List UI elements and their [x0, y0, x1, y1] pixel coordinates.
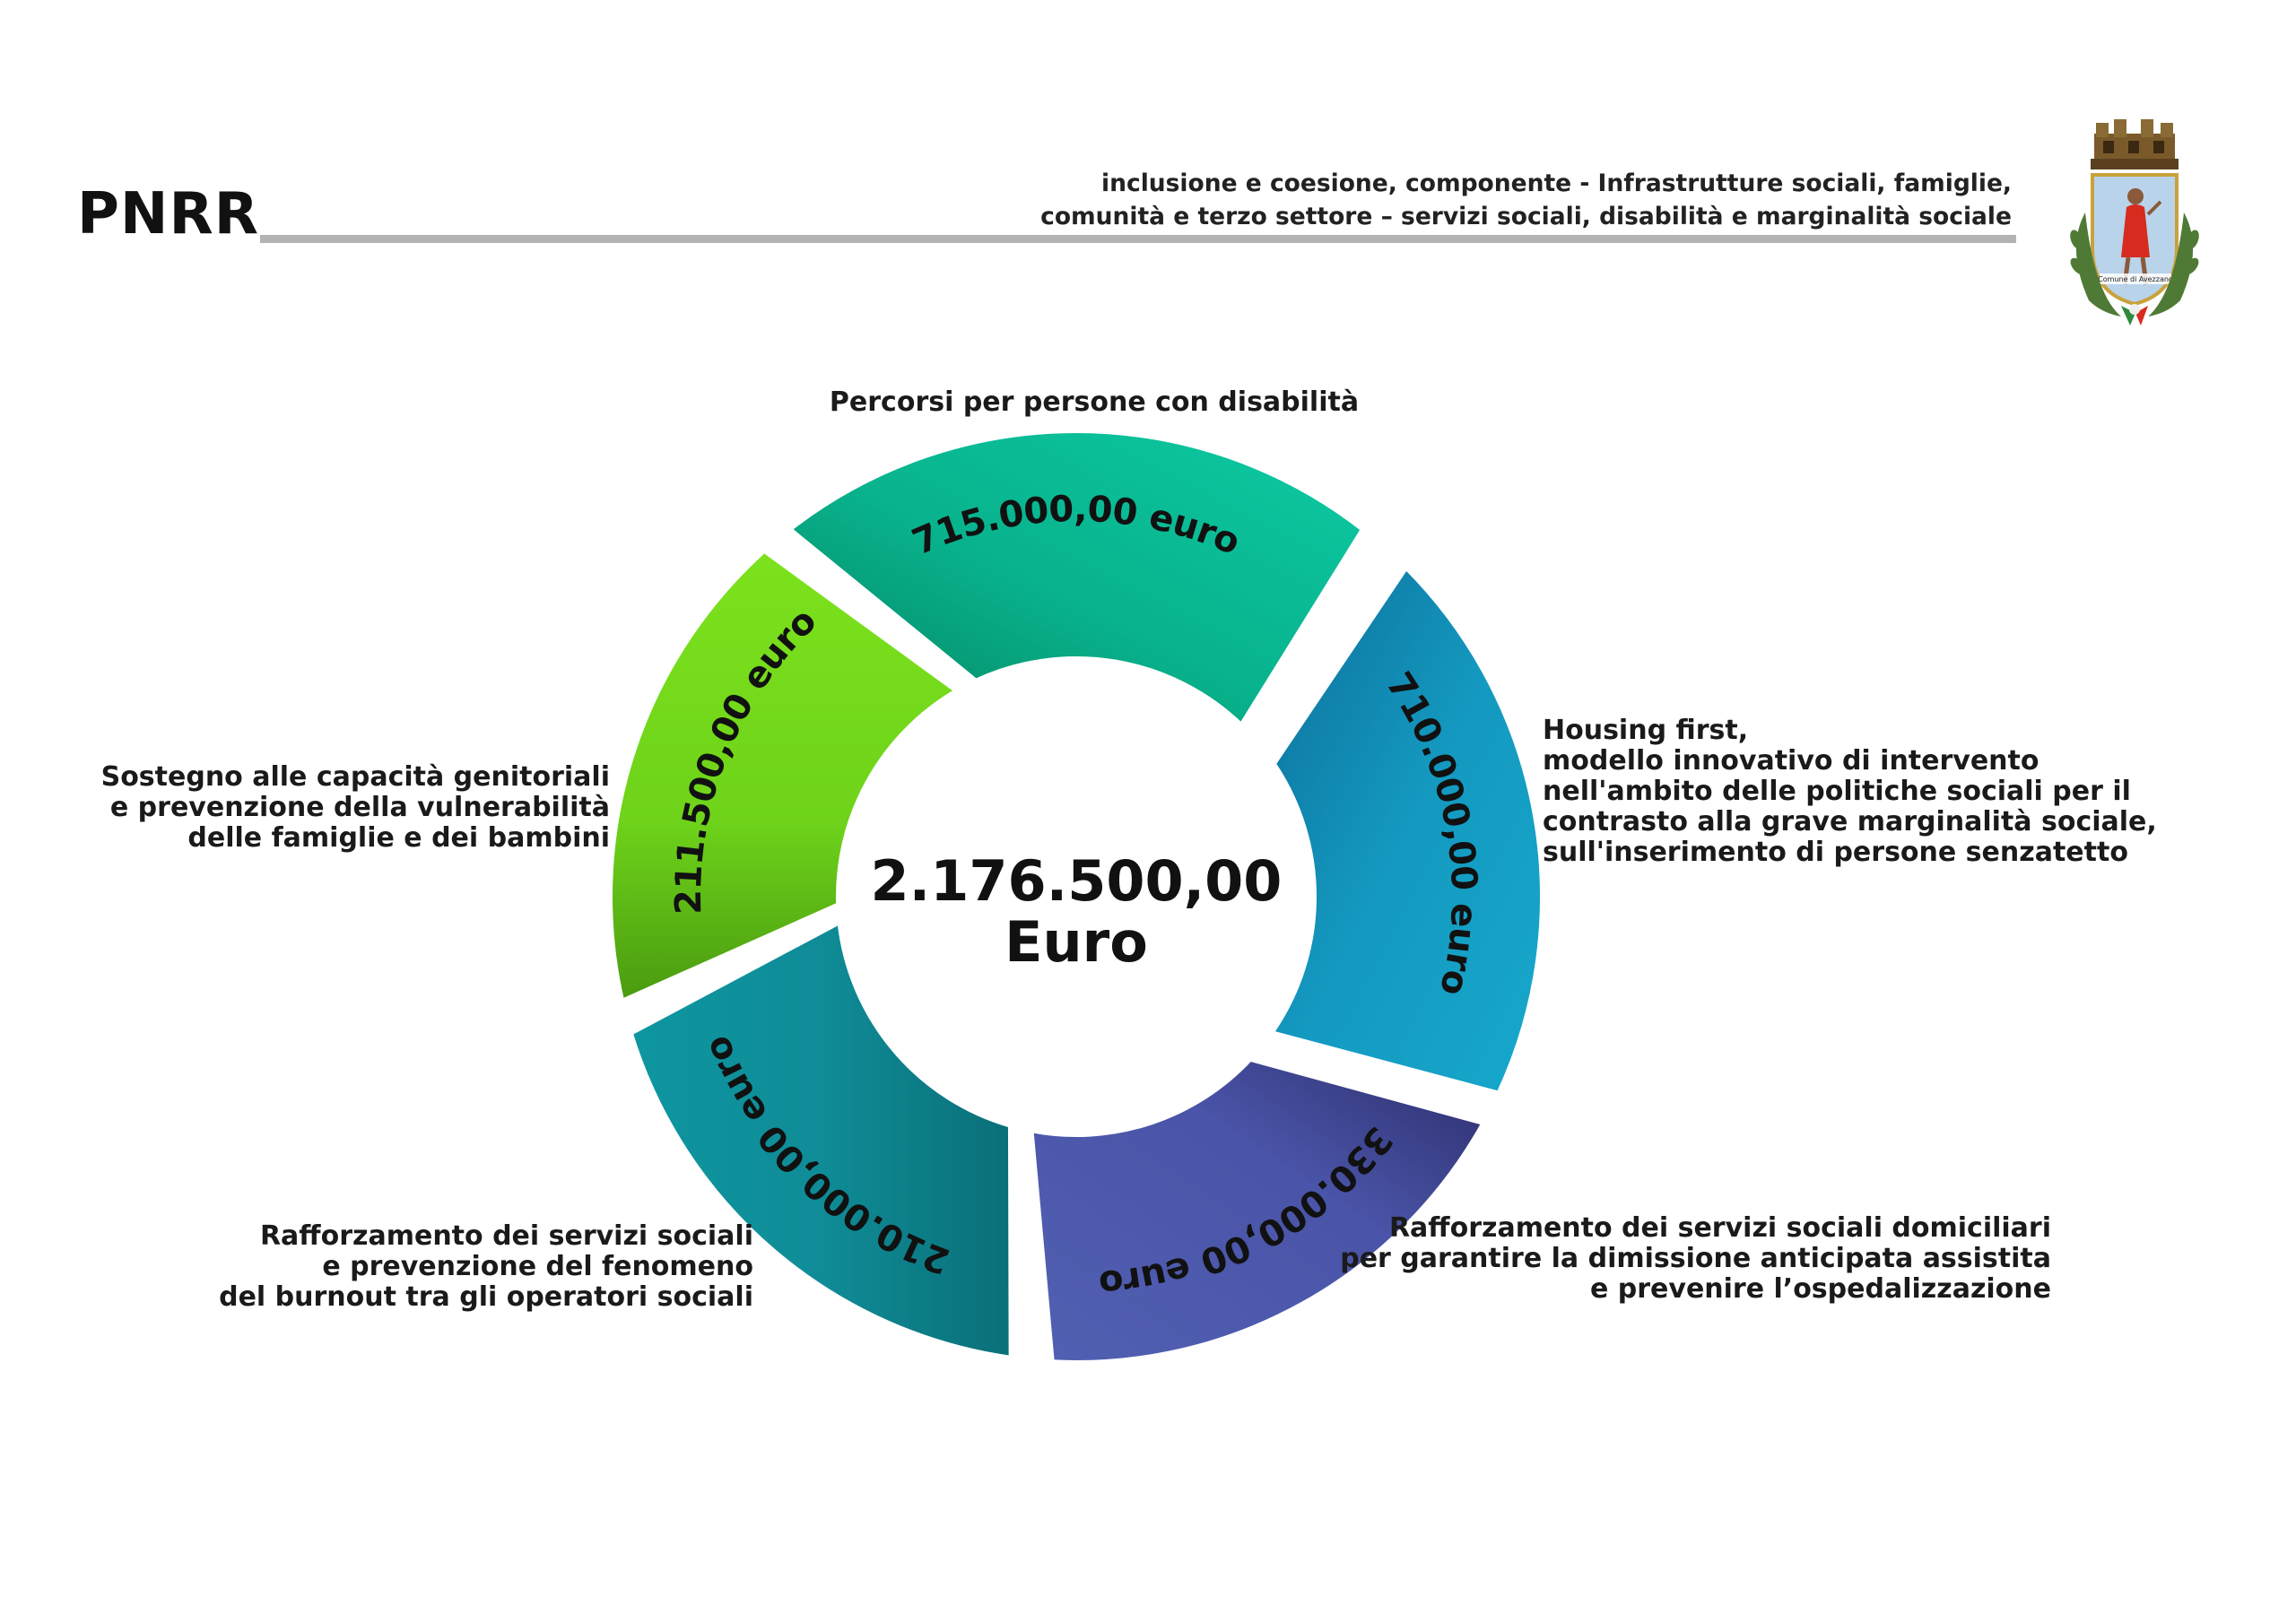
label-genitoriali-line-2: e prevenzione della vulnerabilità	[109, 792, 610, 823]
ring-segment-genitoriali	[607, 547, 961, 1004]
label-burnout: Rafforzamento dei servizi sociali e prev…	[219, 1221, 753, 1313]
tricolor-ribbon-icon	[2121, 304, 2148, 325]
label-domiciliari-line-2: per garantire la dimissione anticipata a…	[1340, 1243, 2051, 1274]
ring-segment-housing	[1268, 564, 1545, 1097]
total-amount: 2.176.500,00 Euro	[861, 850, 1292, 972]
label-housing: Housing first, modello innovativo di int…	[1543, 716, 2157, 868]
laurel-wreath-icon	[2070, 213, 2199, 317]
header-subtitle: inclusione e coesione, componente - Infr…	[1040, 167, 2012, 233]
label-burnout-line-1: Rafforzamento dei servizi sociali	[259, 1220, 753, 1252]
label-genitoriali: Sostegno alle capacità genitoriali e pre…	[101, 762, 610, 854]
label-genitoriali-line-3: delle famiglie e dei bambini	[187, 822, 610, 854]
header-subtitle-line-2: comunità e terzo settore – servizi socia…	[1040, 203, 2012, 230]
label-burnout-line-3: del burnout tra gli operatori sociali	[219, 1281, 753, 1313]
label-housing-line-5: sull'inserimento di persone senzatetto	[1543, 837, 2128, 868]
total-amount-unit: Euro	[1004, 909, 1148, 975]
crown-icon	[2091, 119, 2179, 169]
label-housing-line-3: nell'ambito delle politiche sociali per …	[1543, 776, 2131, 807]
ring-segment-burnout	[627, 918, 1014, 1361]
header-subtitle-line-1: inclusione e coesione, componente - Infr…	[1101, 169, 2012, 197]
label-domiciliari-line-1: Rafforzamento dei servizi sociali domici…	[1388, 1212, 2051, 1244]
total-amount-value: 2.176.500,00	[870, 848, 1283, 914]
label-genitoriali-line-1: Sostegno alle capacità genitoriali	[100, 761, 610, 793]
label-disabilita: Percorsi per persone con disabilità	[780, 387, 1408, 418]
label-housing-line-2: modello innovativo di intervento	[1543, 745, 2039, 777]
label-burnout-line-2: e prevenzione del fenomeno	[322, 1251, 753, 1282]
label-domiciliari-line-3: e prevenire l’ospedalizzazione	[1589, 1273, 2051, 1305]
ring-segment-disabilita	[786, 428, 1367, 729]
label-housing-line-4: contrasto alla grave marginalità sociale…	[1543, 806, 2157, 838]
label-disabilita-line: Percorsi per persone con disabilità	[829, 386, 1360, 418]
label-housing-line-1: Housing first,	[1543, 715, 1749, 746]
city-crest-logo: Comune di Avezzano	[2070, 119, 2199, 325]
label-domiciliari: Rafforzamento dei servizi sociali domici…	[1340, 1213, 2051, 1305]
page-title: PNRR	[77, 181, 260, 247]
crest-caption: Comune di Avezzano	[2098, 275, 2173, 283]
ring-segment-domiciliari	[1028, 1055, 1487, 1366]
header-divider	[260, 235, 2016, 243]
